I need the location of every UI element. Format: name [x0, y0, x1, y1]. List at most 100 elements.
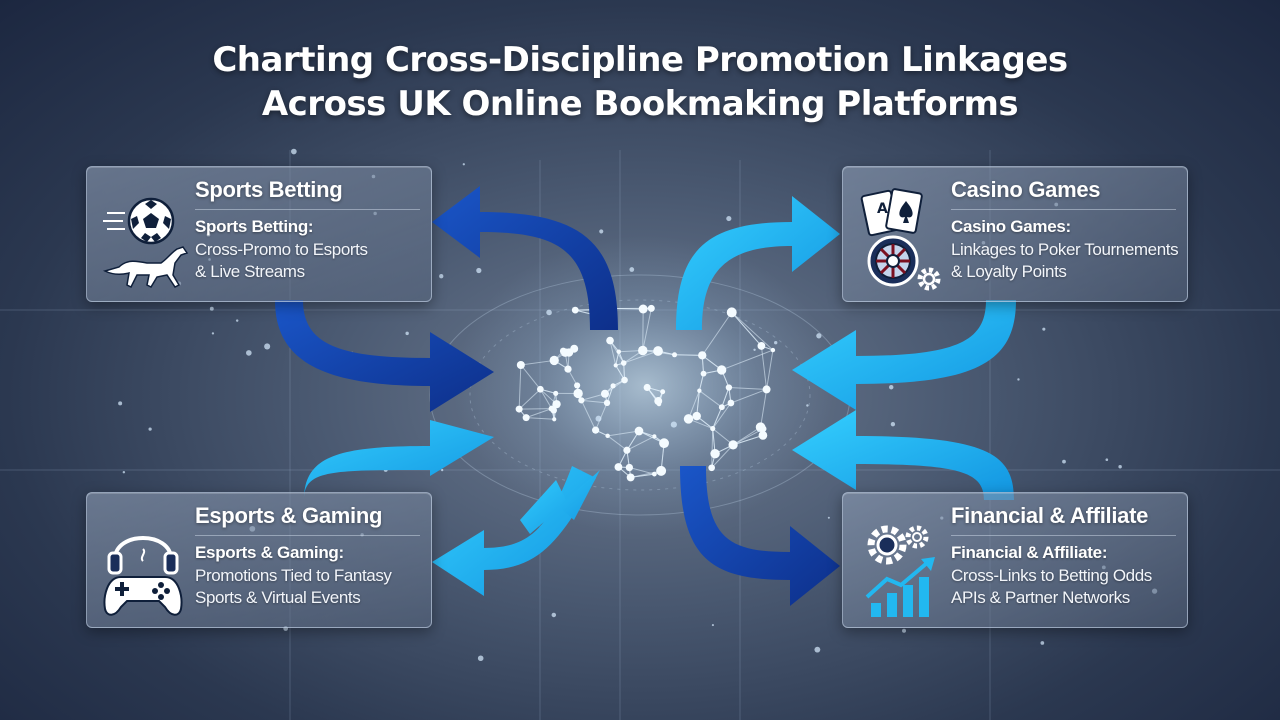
network-node — [616, 349, 622, 354]
network-link — [721, 349, 774, 371]
network-link — [581, 393, 606, 401]
network-node — [592, 426, 600, 434]
network-link — [721, 387, 730, 408]
network-node — [770, 347, 776, 353]
background-dot — [1118, 465, 1122, 469]
network-node — [717, 365, 727, 375]
network-node — [605, 433, 610, 439]
background-dot — [774, 341, 778, 345]
card-subheading: Esports & Gaming: — [195, 543, 344, 562]
network-node — [643, 383, 651, 391]
background-dot — [753, 348, 756, 351]
card-subheading: Sports Betting: — [195, 217, 314, 236]
network-link — [688, 390, 700, 420]
network-node — [522, 414, 530, 422]
network-node — [710, 426, 716, 432]
network-node — [647, 304, 655, 312]
network-node — [553, 390, 559, 396]
card-heading: Sports Betting — [195, 177, 420, 210]
card-esports-gaming: Esports & Gaming Esports & Gaming: Promo… — [86, 492, 432, 628]
gear-icon — [917, 267, 941, 291]
gears-icon — [867, 525, 929, 565]
network-link — [711, 444, 734, 469]
network-link — [609, 340, 617, 366]
network-link — [595, 402, 608, 431]
network-node — [758, 431, 768, 440]
page-title: Charting Cross-Discipline Promotion Link… — [0, 38, 1280, 126]
background-dot — [711, 624, 714, 627]
network-node — [621, 376, 628, 384]
network-node — [634, 426, 644, 436]
network-link — [732, 434, 764, 446]
card-description-line-1: Promotions Tied to Fantasy — [195, 566, 392, 585]
network-link — [760, 389, 768, 428]
network-node — [613, 363, 618, 368]
card-description-line-1: Linkages to Poker Tournements — [951, 240, 1179, 259]
network-link — [698, 373, 705, 391]
network-node — [552, 417, 557, 422]
svg-text:A: A — [877, 201, 888, 217]
network-link — [642, 308, 652, 351]
network-node — [656, 465, 667, 476]
background-dot — [476, 267, 482, 274]
network-node — [574, 382, 581, 389]
background-dot — [477, 655, 484, 662]
network-node — [638, 304, 648, 314]
network-link — [520, 364, 541, 390]
network-link — [730, 388, 767, 404]
network-node — [672, 352, 678, 358]
network-node — [600, 389, 610, 398]
network-node — [718, 404, 725, 411]
arrow-sports-to-network — [275, 300, 494, 412]
card-description-line-2: & Loyalty Points — [951, 262, 1067, 281]
network-node — [710, 448, 720, 459]
playing-cards-icon: A — [860, 188, 923, 237]
network-node — [757, 342, 766, 350]
background-dot — [890, 422, 896, 427]
card-financial-affiliate: Financial & Affiliate Financial & Affili… — [842, 492, 1188, 628]
network-link — [607, 435, 628, 451]
network-node — [620, 360, 627, 366]
card-heading: Esports & Gaming — [195, 503, 420, 536]
card-description: Promotions Tied to Fantasy Sports & Virt… — [195, 565, 433, 609]
headset-icon — [107, 536, 179, 575]
casino-icons: A — [860, 188, 941, 291]
background-dot — [595, 415, 602, 422]
network-link — [607, 430, 640, 437]
background-dot — [211, 332, 215, 335]
network-link — [615, 351, 620, 366]
growth-chart-icon — [865, 557, 935, 617]
card-description: Linkages to Poker Tournements & Loyalty … — [951, 239, 1189, 283]
network-link — [520, 359, 555, 366]
network-node — [559, 347, 567, 355]
network-node — [625, 463, 634, 472]
network-node — [570, 344, 579, 353]
network-node — [659, 438, 669, 449]
background-dot — [827, 516, 830, 519]
network-node — [515, 405, 523, 413]
network-link — [712, 407, 723, 429]
network-node — [697, 388, 702, 393]
background-dot — [629, 267, 635, 272]
background-dot — [1105, 458, 1109, 462]
sports-icons — [102, 197, 189, 289]
network-node — [536, 385, 544, 393]
background-dot — [405, 331, 409, 336]
gamepad-icon — [103, 576, 183, 616]
background-dot — [235, 319, 239, 322]
background-dot — [1040, 641, 1045, 645]
card-description-line-1: Cross-Links to Betting Odds — [951, 566, 1152, 585]
background-dot — [726, 216, 732, 222]
card-subheading: Casino Games: — [951, 217, 1071, 236]
arrow-network-to-casino — [676, 196, 840, 330]
network-link — [630, 470, 662, 478]
network-link — [626, 435, 655, 451]
arrow-network-to-sports — [432, 186, 618, 330]
card-description: Cross-Links to Betting Odds APIs & Partn… — [951, 565, 1189, 609]
card-subheading: Financial & Affiliate: — [951, 543, 1108, 562]
card-description-line-2: & Live Streams — [195, 262, 305, 281]
network-node — [623, 446, 631, 454]
network-node — [653, 346, 663, 356]
network-node — [516, 360, 525, 370]
